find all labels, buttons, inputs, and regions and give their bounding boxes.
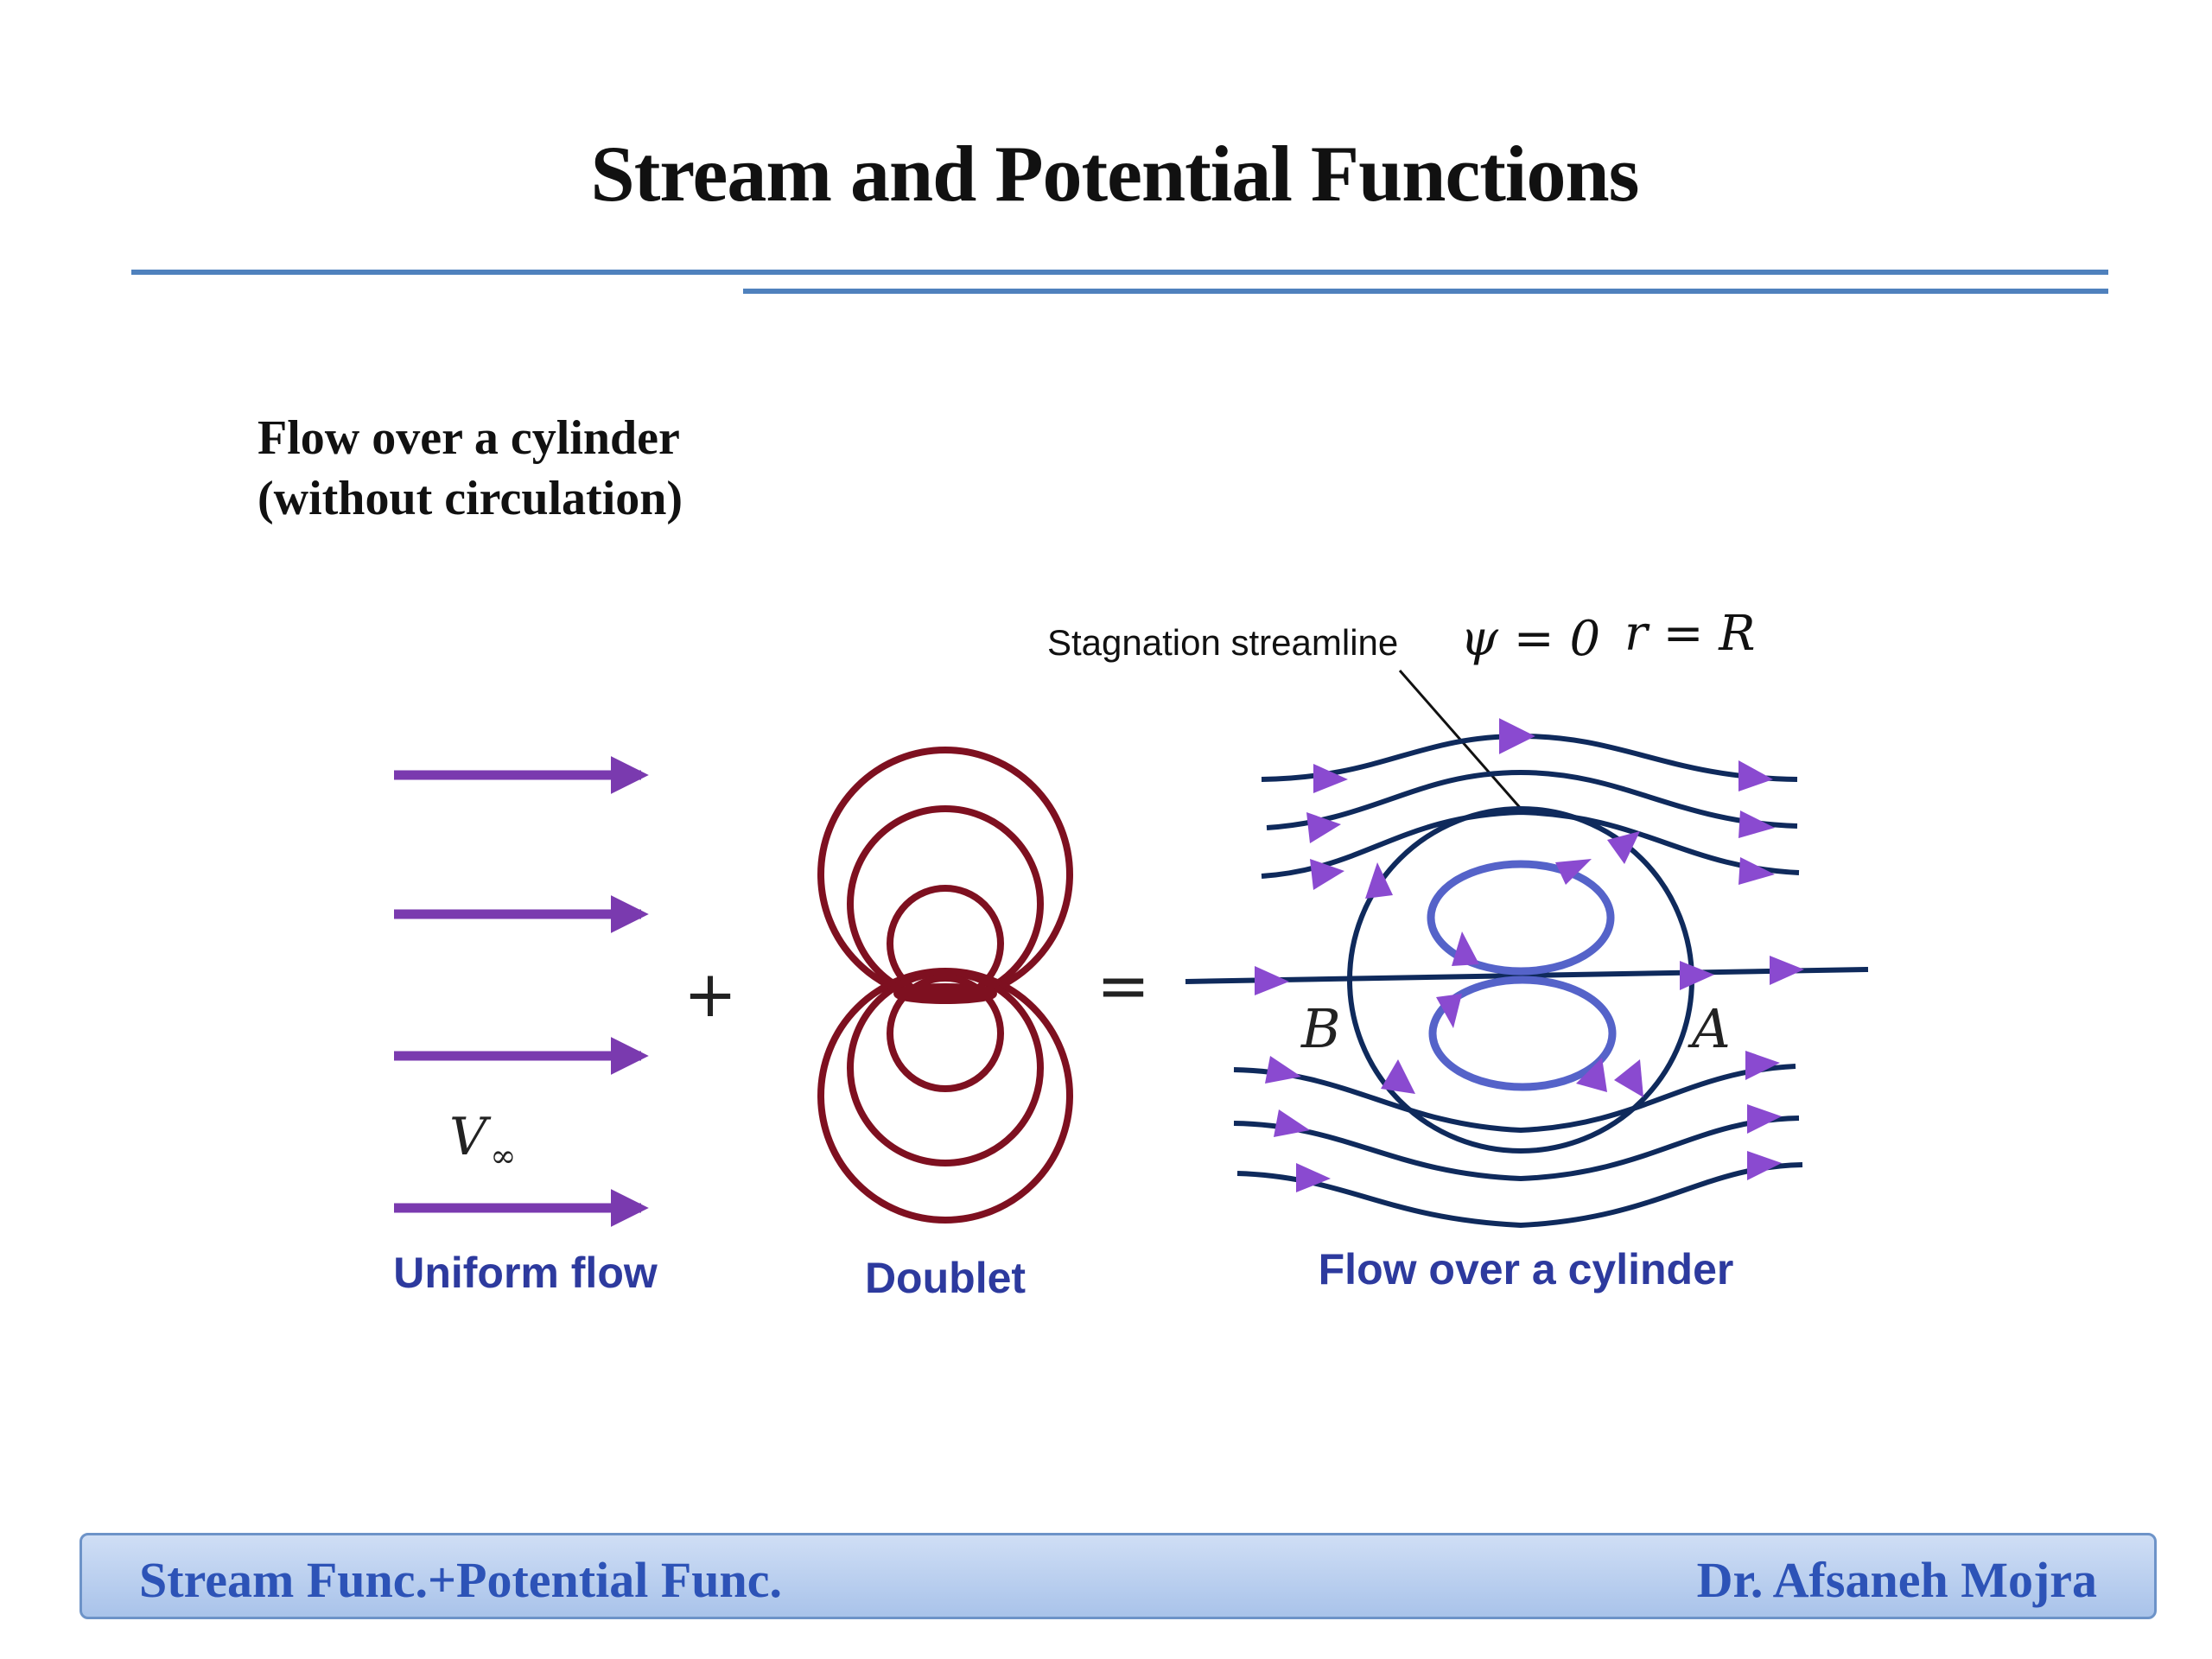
- arrowhead-5: [1738, 810, 1775, 838]
- doublet-lower-circle-small: [887, 975, 1004, 1092]
- arrowhead-13: [1745, 1051, 1780, 1080]
- equals-sign: =: [1096, 949, 1150, 1023]
- stagnation-streamline-label: Stagnation streamline: [1047, 622, 1398, 663]
- point-a-label: A: [1688, 997, 1731, 1060]
- arrowhead-17: [1607, 831, 1640, 864]
- doublet-circles: [817, 747, 1073, 1224]
- streamline-bottom-1: [1233, 1064, 1796, 1134]
- arrowhead-18: [1555, 859, 1592, 885]
- streamline-top-2: [1266, 769, 1798, 830]
- title-rule-bottom: [743, 289, 2108, 294]
- arrowhead-21: [1576, 1058, 1607, 1092]
- uniform-flow-arrows: [394, 756, 649, 1227]
- arrowhead-12: [1296, 1163, 1331, 1192]
- arrowhead-19: [1381, 1059, 1415, 1094]
- section-heading: Flow over a cylinder (without circulatio…: [257, 408, 683, 529]
- caption-uniform-flow: Uniform flow: [393, 1249, 658, 1297]
- cylinder-streamlines: [1185, 718, 1869, 1229]
- arrowhead-2: [1306, 812, 1341, 843]
- section-heading-line-2: (without circulation): [257, 472, 683, 525]
- footer-author: Dr. Afsaneh Mojra: [1696, 1552, 2097, 1608]
- doublet-center: [893, 983, 997, 1004]
- streamline-arrowheads: [1255, 760, 1804, 1192]
- arrowhead-8: [1680, 961, 1714, 990]
- caption-flow-over-cylinder: Flow over a cylinder: [1319, 1245, 1734, 1294]
- streamline-top-3: [1261, 809, 1800, 879]
- arrowhead-7: [1255, 966, 1289, 995]
- r-equals-r: r = R: [1624, 606, 1755, 662]
- section-heading-line-1: Flow over a cylinder: [257, 411, 680, 465]
- arrowhead-16: [1365, 862, 1393, 899]
- stagnation-axis: [1185, 967, 1869, 984]
- arrowhead-10: [1265, 1056, 1301, 1084]
- arrowhead-1: [1313, 764, 1348, 793]
- inner-loop-lower: [1428, 976, 1617, 1091]
- caption-doublet: Doublet: [865, 1254, 1026, 1302]
- plus-sign: +: [683, 957, 737, 1032]
- title-rule-top: [131, 270, 2108, 275]
- footer-bar: Stream Func.+Potential Func. Dr. Afsaneh…: [79, 1533, 2157, 1619]
- arrowhead-15: [1747, 1151, 1782, 1180]
- streamline-bottom-3: [1236, 1162, 1803, 1229]
- doublet-lower-circle-mid: [847, 969, 1044, 1166]
- cylinder-inner-loops: [1427, 860, 1617, 1091]
- arrowhead-9: [1770, 956, 1804, 985]
- arrowhead-20: [1614, 1059, 1643, 1097]
- point-b-label: B: [1300, 997, 1341, 1060]
- arrowhead-3: [1310, 859, 1344, 890]
- psi-equals-zero: ψ = 0: [1460, 611, 1600, 667]
- doublet-lower-circle-large: [817, 968, 1073, 1224]
- v-infinity-label: V∞: [449, 1107, 516, 1174]
- inner-loop-upper: [1427, 860, 1615, 976]
- arrowhead-11: [1274, 1109, 1310, 1137]
- streamline-top-1: [1261, 718, 1798, 782]
- arrowhead-4: [1738, 760, 1773, 791]
- streamline-bottom-2: [1233, 1116, 1800, 1182]
- footer-course-title: Stream Func.+Potential Func.: [139, 1552, 783, 1608]
- slide-title: Stream and Potential Functions: [590, 130, 1640, 218]
- arrowhead-14: [1747, 1104, 1782, 1134]
- arrowhead-23: [1436, 994, 1462, 1028]
- arrowhead-6: [1738, 857, 1775, 885]
- arrowhead-22: [1452, 931, 1479, 966]
